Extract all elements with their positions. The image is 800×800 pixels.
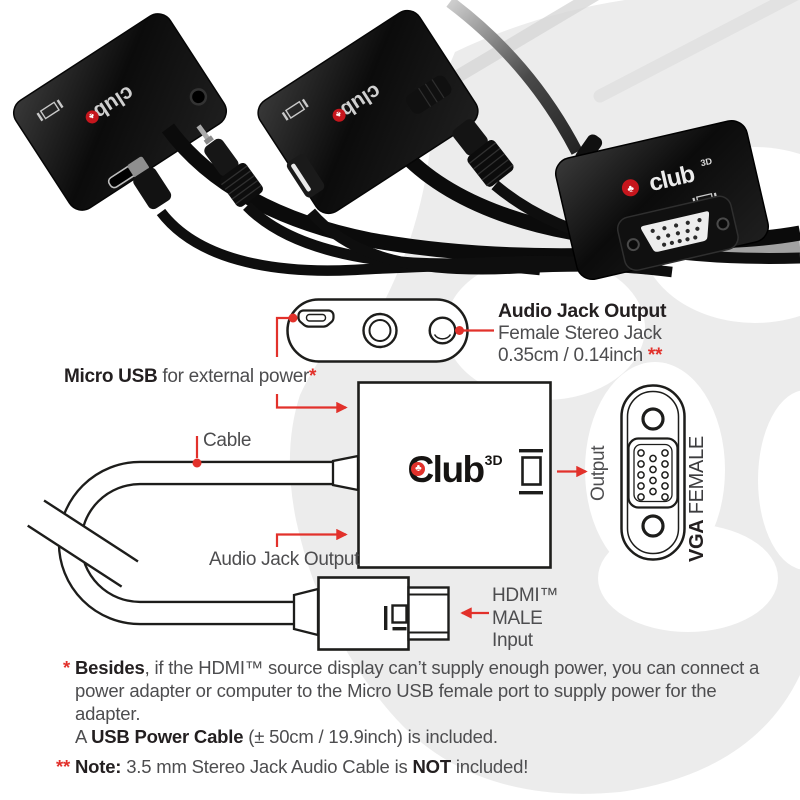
micro-usb-port-icon [297, 309, 335, 328]
output-label: Output [588, 445, 609, 501]
cable-strain-relief [292, 587, 320, 637]
watermark-cutout [758, 390, 800, 570]
product-photos: club ♣ [12, 0, 800, 281]
port-print-icon [36, 99, 64, 122]
club3d-logo: Club3D ♣ [358, 449, 551, 491]
adapter-cable [446, 0, 583, 155]
logo-rest: lub [432, 449, 485, 490]
club-logo-print: club ♣ [85, 81, 138, 124]
audio-jack-output-lower-label: Audio Jack Output [209, 549, 360, 570]
micro-usb-label-rest: for external power [157, 366, 310, 387]
audio-socket-outer-icon [362, 312, 398, 349]
hdmi-cable-blur [675, 240, 800, 258]
svg-text:club: club [336, 79, 385, 122]
product-photo-middle: club ♣ [257, 9, 800, 278]
dsub-outline [627, 437, 679, 509]
audio-jack-output-label: Audio Jack Output Female Stereo Jack 0.3… [498, 300, 667, 368]
vga-connector-diagram [620, 384, 686, 561]
audio-socket-icon [428, 316, 457, 345]
svg-text:club: club [646, 160, 697, 197]
micro-usb-plug [127, 156, 172, 210]
footnote-besides: * Besides, if the HDMI™ source display c… [46, 656, 766, 748]
audio-cable [491, 180, 800, 264]
logo-sup: 3D [484, 451, 503, 468]
audio-plug [196, 124, 263, 207]
cable-diagram [27, 454, 360, 626]
vga-pins [650, 217, 702, 247]
audio-jack-output-sub2: 0.35cm / 0.14inch ** [498, 345, 663, 366]
club-suit-icon: ♣ [411, 462, 426, 476]
audio-plug [452, 119, 514, 187]
footnotes: * Besides, if the HDMI™ source display c… [46, 656, 766, 785]
micro-usb-label-bold: Micro USB [64, 366, 158, 387]
footnote-mark: * [63, 657, 70, 678]
club-logo-print: club ♣ [332, 79, 385, 122]
product-photo-right: ♣ club 3D [446, 0, 769, 281]
svg-text:♣: ♣ [86, 111, 96, 122]
cable-strain-relief [575, 134, 603, 166]
leader-arrow-audio-lower [275, 528, 348, 547]
footnote-mark: ** [647, 345, 663, 366]
club-logo-print: ♣ club 3D [621, 156, 714, 197]
product-photo-left: club ♣ [12, 13, 800, 276]
vga-face [616, 195, 739, 271]
svg-text:♣: ♣ [333, 109, 343, 120]
micro-usb-socket [107, 164, 138, 189]
port-print-icon [692, 192, 718, 206]
audio-jack-output-title: Audio Jack Output [498, 300, 667, 322]
svg-text:3D: 3D [700, 156, 714, 168]
cable-strain-relief [406, 75, 452, 114]
hdmi-connector-diagram [292, 576, 450, 651]
usb-power-cable [156, 208, 541, 276]
svg-text:♣: ♣ [626, 183, 635, 195]
cable-break-mark [27, 499, 139, 588]
leader-micro-usb [275, 316, 293, 357]
audio-cable [243, 202, 649, 275]
usb-power-cable [307, 208, 673, 278]
footnote-mark: * [309, 366, 317, 387]
cable-strain-relief [331, 454, 360, 492]
micro-usb-plug [286, 154, 325, 198]
audio-jack-hole [189, 88, 208, 106]
top-panel-diagram [286, 298, 469, 363]
footnote-mark: ** [56, 756, 70, 777]
leader-arrow-micro-usb [275, 394, 348, 414]
hdmi-port-icon [384, 604, 408, 631]
audio-jack-output-sub1: Female Stereo Jack [498, 322, 662, 344]
hdmi-male-input-label: HDMI™ MALE Input [492, 585, 559, 651]
leader-dot-micro-usb [288, 313, 298, 323]
blurred-cable-streaks [448, 0, 799, 103]
micro-usb-label: Micro USB for external power* [64, 366, 316, 388]
screw-hole [641, 514, 665, 538]
screw-hole [641, 407, 665, 431]
port-print-icon [281, 98, 309, 121]
cable-label: Cable [203, 430, 252, 451]
vga-female-label: VGA FEMALE [686, 436, 708, 562]
leader-dot-cable [192, 458, 202, 468]
hdmi-cable [394, 144, 800, 249]
watermark-cutout [640, 147, 800, 323]
leader-dot-audio [455, 326, 464, 335]
footnote-note: ** Note: 3.5 mm Stereo Jack Audio Cable … [46, 755, 766, 778]
svg-text:club: club [89, 81, 138, 124]
hdmi-plug [407, 586, 450, 641]
hdmi-cable [161, 123, 681, 264]
vga-pin-holes [637, 449, 669, 501]
